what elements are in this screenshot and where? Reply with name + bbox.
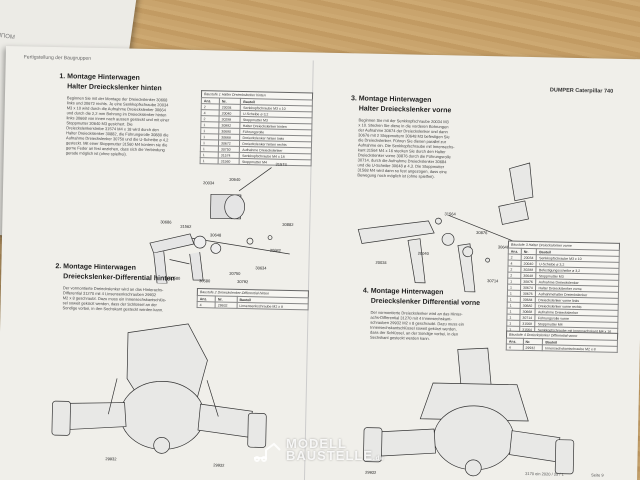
step1-callout: 30686	[160, 219, 172, 224]
step4-differential-drawing	[363, 347, 575, 477]
watermark-line2: BAUSTELLE	[286, 448, 373, 463]
instruction-booklet: Fertigstellung der Baugruppen 1. Montage…	[0, 46, 640, 480]
step1-callout: 30580	[199, 278, 211, 283]
step4-callout: 29932	[425, 479, 437, 480]
right-footer-code: 3170 ein 2020 / 25 / 1	[525, 470, 564, 477]
step1-callout: 30682	[270, 248, 282, 253]
excavator-logo-icon	[254, 442, 281, 462]
step4-text: Der vormontierte Dreieckslenker wird an …	[370, 310, 501, 343]
step4-callout: 29932	[365, 470, 377, 475]
step3-callout: 30876	[476, 230, 488, 235]
watermark: MODELL BAUSTELLE.de	[258, 436, 385, 465]
right-footer-page-number: Seite 9	[591, 472, 604, 478]
step1-callout: 20034	[203, 180, 215, 185]
step1-exploded-drawing	[149, 167, 290, 284]
step3-callout: 20034	[375, 260, 387, 265]
step2-callout: 29932	[213, 462, 225, 467]
step3-subtitle: Halter Dreieckslenker vorne	[358, 105, 452, 115]
left-page: Fertigstellung der Baugruppen 1. Montage…	[5, 54, 314, 480]
step1-callout: 30580	[169, 275, 181, 280]
step2-callout-layer: 29932 29932	[105, 456, 225, 468]
step2-callout: 29932	[105, 456, 117, 461]
step1-callout-layer: 31574 20034 30640 30686 30882 30682 3156…	[160, 162, 294, 284]
step1-text: Beginnen Sie mit der Montage der Dreieck…	[66, 95, 207, 158]
step2-text: Der vormontierte Dreieckslenker wird an …	[62, 285, 202, 313]
step1-callout: 30792	[237, 279, 249, 284]
step1-callout: 30640	[229, 177, 241, 182]
left-running-head: Fertigstellung der Baugruppen	[23, 54, 92, 62]
step4-callout-layer: 29932 29932 29932	[365, 470, 437, 480]
step4-subtitle: Dreieckslenker Differential vorne	[370, 297, 481, 307]
right-page: DUMPER Caterpillar 740 3. Montage Hinter…	[315, 61, 624, 480]
step3-title: 3. Montage Hinterwagen	[350, 95, 432, 104]
step2-parts-table: Baustufe 2 Dreieckslenker-Differential h…	[196, 288, 309, 311]
step3-callout: 30714	[487, 278, 499, 283]
step2-table-cell: 29932	[215, 301, 237, 309]
watermark-line1: MODELL	[286, 436, 347, 451]
step2-table-cell: Linsensenkschraube M2 x 8	[236, 302, 309, 310]
step1-callout: 31574	[276, 162, 288, 167]
step1-title: 1. Montage Hinterwagen	[59, 73, 140, 82]
step1-callout: 30882	[282, 222, 294, 227]
step2-differential-drawing	[51, 323, 267, 454]
step3-exploded-drawing	[357, 162, 534, 293]
step1-callout: 30750	[229, 271, 241, 276]
step3-callout: 20040	[418, 251, 430, 256]
step3-callout: 31564	[445, 211, 457, 216]
step1-callout: 31562	[180, 224, 192, 229]
step2-subtitle: Dreieckslenker-Differential hinten	[63, 273, 175, 283]
step2-table-cell: 4	[197, 301, 216, 308]
back-page-caption: ОППОМ	[0, 31, 16, 42]
step1-subtitle: Halter Dreieckslenker hinten	[67, 83, 162, 93]
step2-title: 2. Montage Hinterwagen	[55, 263, 136, 272]
step1-callout: 30634	[255, 265, 267, 270]
step1-callout: 30648	[210, 232, 222, 237]
watermark-suffix: .de	[373, 456, 385, 462]
right-running-head: DUMPER Caterpillar 740	[549, 87, 614, 95]
step3-callout: 30648	[498, 244, 510, 249]
